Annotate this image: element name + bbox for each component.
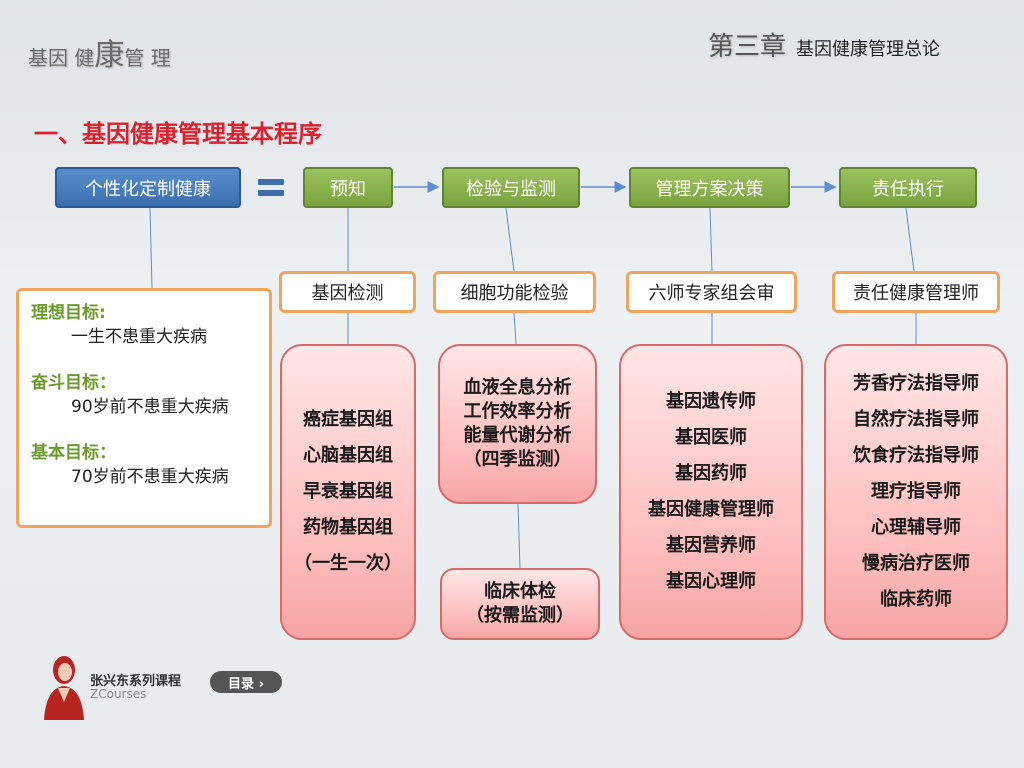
list-item: 心理辅导师 (871, 517, 961, 538)
subhead-expert-review: 六师专家组会审 (626, 271, 797, 313)
list-item: 早衰基因组 (303, 481, 393, 502)
toc-button[interactable]: 目录 › (210, 671, 282, 693)
logo-text-big: 康 (94, 38, 125, 73)
list-item: 基因健康管理师 (648, 499, 774, 520)
list-item: 基因心理师 (666, 571, 756, 592)
list-item: 芳香疗法指导师 (853, 373, 979, 394)
list-item: 基因营养师 (666, 535, 756, 556)
author-avatar (44, 656, 84, 720)
flow-step-execution: 责任执行 (839, 167, 977, 208)
page-title: 一、基因健康管理基本程序 (34, 120, 322, 148)
list-item: 基因药师 (675, 463, 747, 484)
list-item: 临床体检 (484, 581, 556, 602)
list-item: 药物基因组 (303, 517, 393, 538)
goal-label-basic: 基本目标： (31, 443, 116, 463)
equals-sign (258, 179, 284, 197)
flow-step-testing: 检验与监测 (442, 167, 580, 208)
subhead-gene-test: 基因检测 (279, 271, 416, 313)
subhead-responsible-manager: 责任健康管理师 (832, 271, 1000, 313)
list-item: 癌症基因组 (303, 409, 393, 430)
list-item: 理疗指导师 (871, 481, 961, 502)
gene-groups-box: 癌症基因组 心脑基因组 早衰基因组 药物基因组 （一生一次） (280, 344, 416, 640)
flow-step-predict: 预知 (303, 167, 393, 208)
list-item: 慢病治疗医师 (862, 553, 970, 574)
goal-label-strive: 奋斗目标： (31, 373, 116, 393)
clinical-exam-box: 临床体检 （按需监测） (440, 568, 600, 640)
list-item: 基因遗传师 (666, 391, 756, 412)
experts-box: 基因遗传师 基因医师 基因药师 基因健康管理师 基因营养师 基因心理师 (619, 344, 803, 640)
goals-box: 理想目标: 一生不患重大疾病 奋斗目标： 90岁前不患重大疾病 基本目标： 70… (16, 288, 272, 528)
goal-value-ideal: 一生不患重大疾病 (71, 327, 207, 347)
list-item: （一生一次） (294, 553, 402, 574)
goal-value-strive: 90岁前不患重大疾病 (71, 397, 229, 417)
logo-text-1: 基因 健 (28, 46, 95, 70)
list-item: 血液全息分析 (463, 377, 572, 398)
blood-analysis-box: 血液全息分析 工作效率分析 能量代谢分析 （四季监测） (438, 344, 597, 504)
logo-text-2: 管 理 (124, 46, 171, 70)
list-item: 能量代谢分析 (463, 425, 572, 446)
flow-step-decision: 管理方案决策 (629, 167, 790, 208)
goal-label-ideal: 理想目标: (31, 303, 106, 323)
subhead-cell-test: 细胞功能检验 (433, 271, 596, 313)
therapists-box: 芳香疗法指导师 自然疗法指导师 饮食疗法指导师 理疗指导师 心理辅导师 慢病治疗… (824, 344, 1008, 640)
list-item: 临床药师 (880, 589, 952, 610)
goal-value-basic: 70岁前不患重大疾病 (71, 467, 229, 487)
chapter-number: 第三章 (708, 32, 787, 62)
series-name: 张兴东系列课程 (90, 674, 182, 689)
list-item: 工作效率分析 (463, 401, 572, 422)
chapter-heading: 第三章基因健康管理总论 (708, 26, 940, 63)
list-item: （按需监测） (466, 605, 574, 626)
list-item: 饮食疗法指导师 (853, 445, 979, 466)
list-item: 自然疗法指导师 (853, 409, 979, 430)
series-sub: ZCourses (90, 687, 147, 701)
course-logo: 基因 健康管 理 (28, 30, 171, 74)
chapter-title: 基因健康管理总论 (796, 39, 941, 60)
list-item: （四季监测） (463, 449, 572, 470)
list-item: 基因医师 (675, 427, 747, 448)
flow-start-box: 个性化定制健康 (55, 167, 241, 208)
list-item: 心脑基因组 (303, 445, 393, 466)
